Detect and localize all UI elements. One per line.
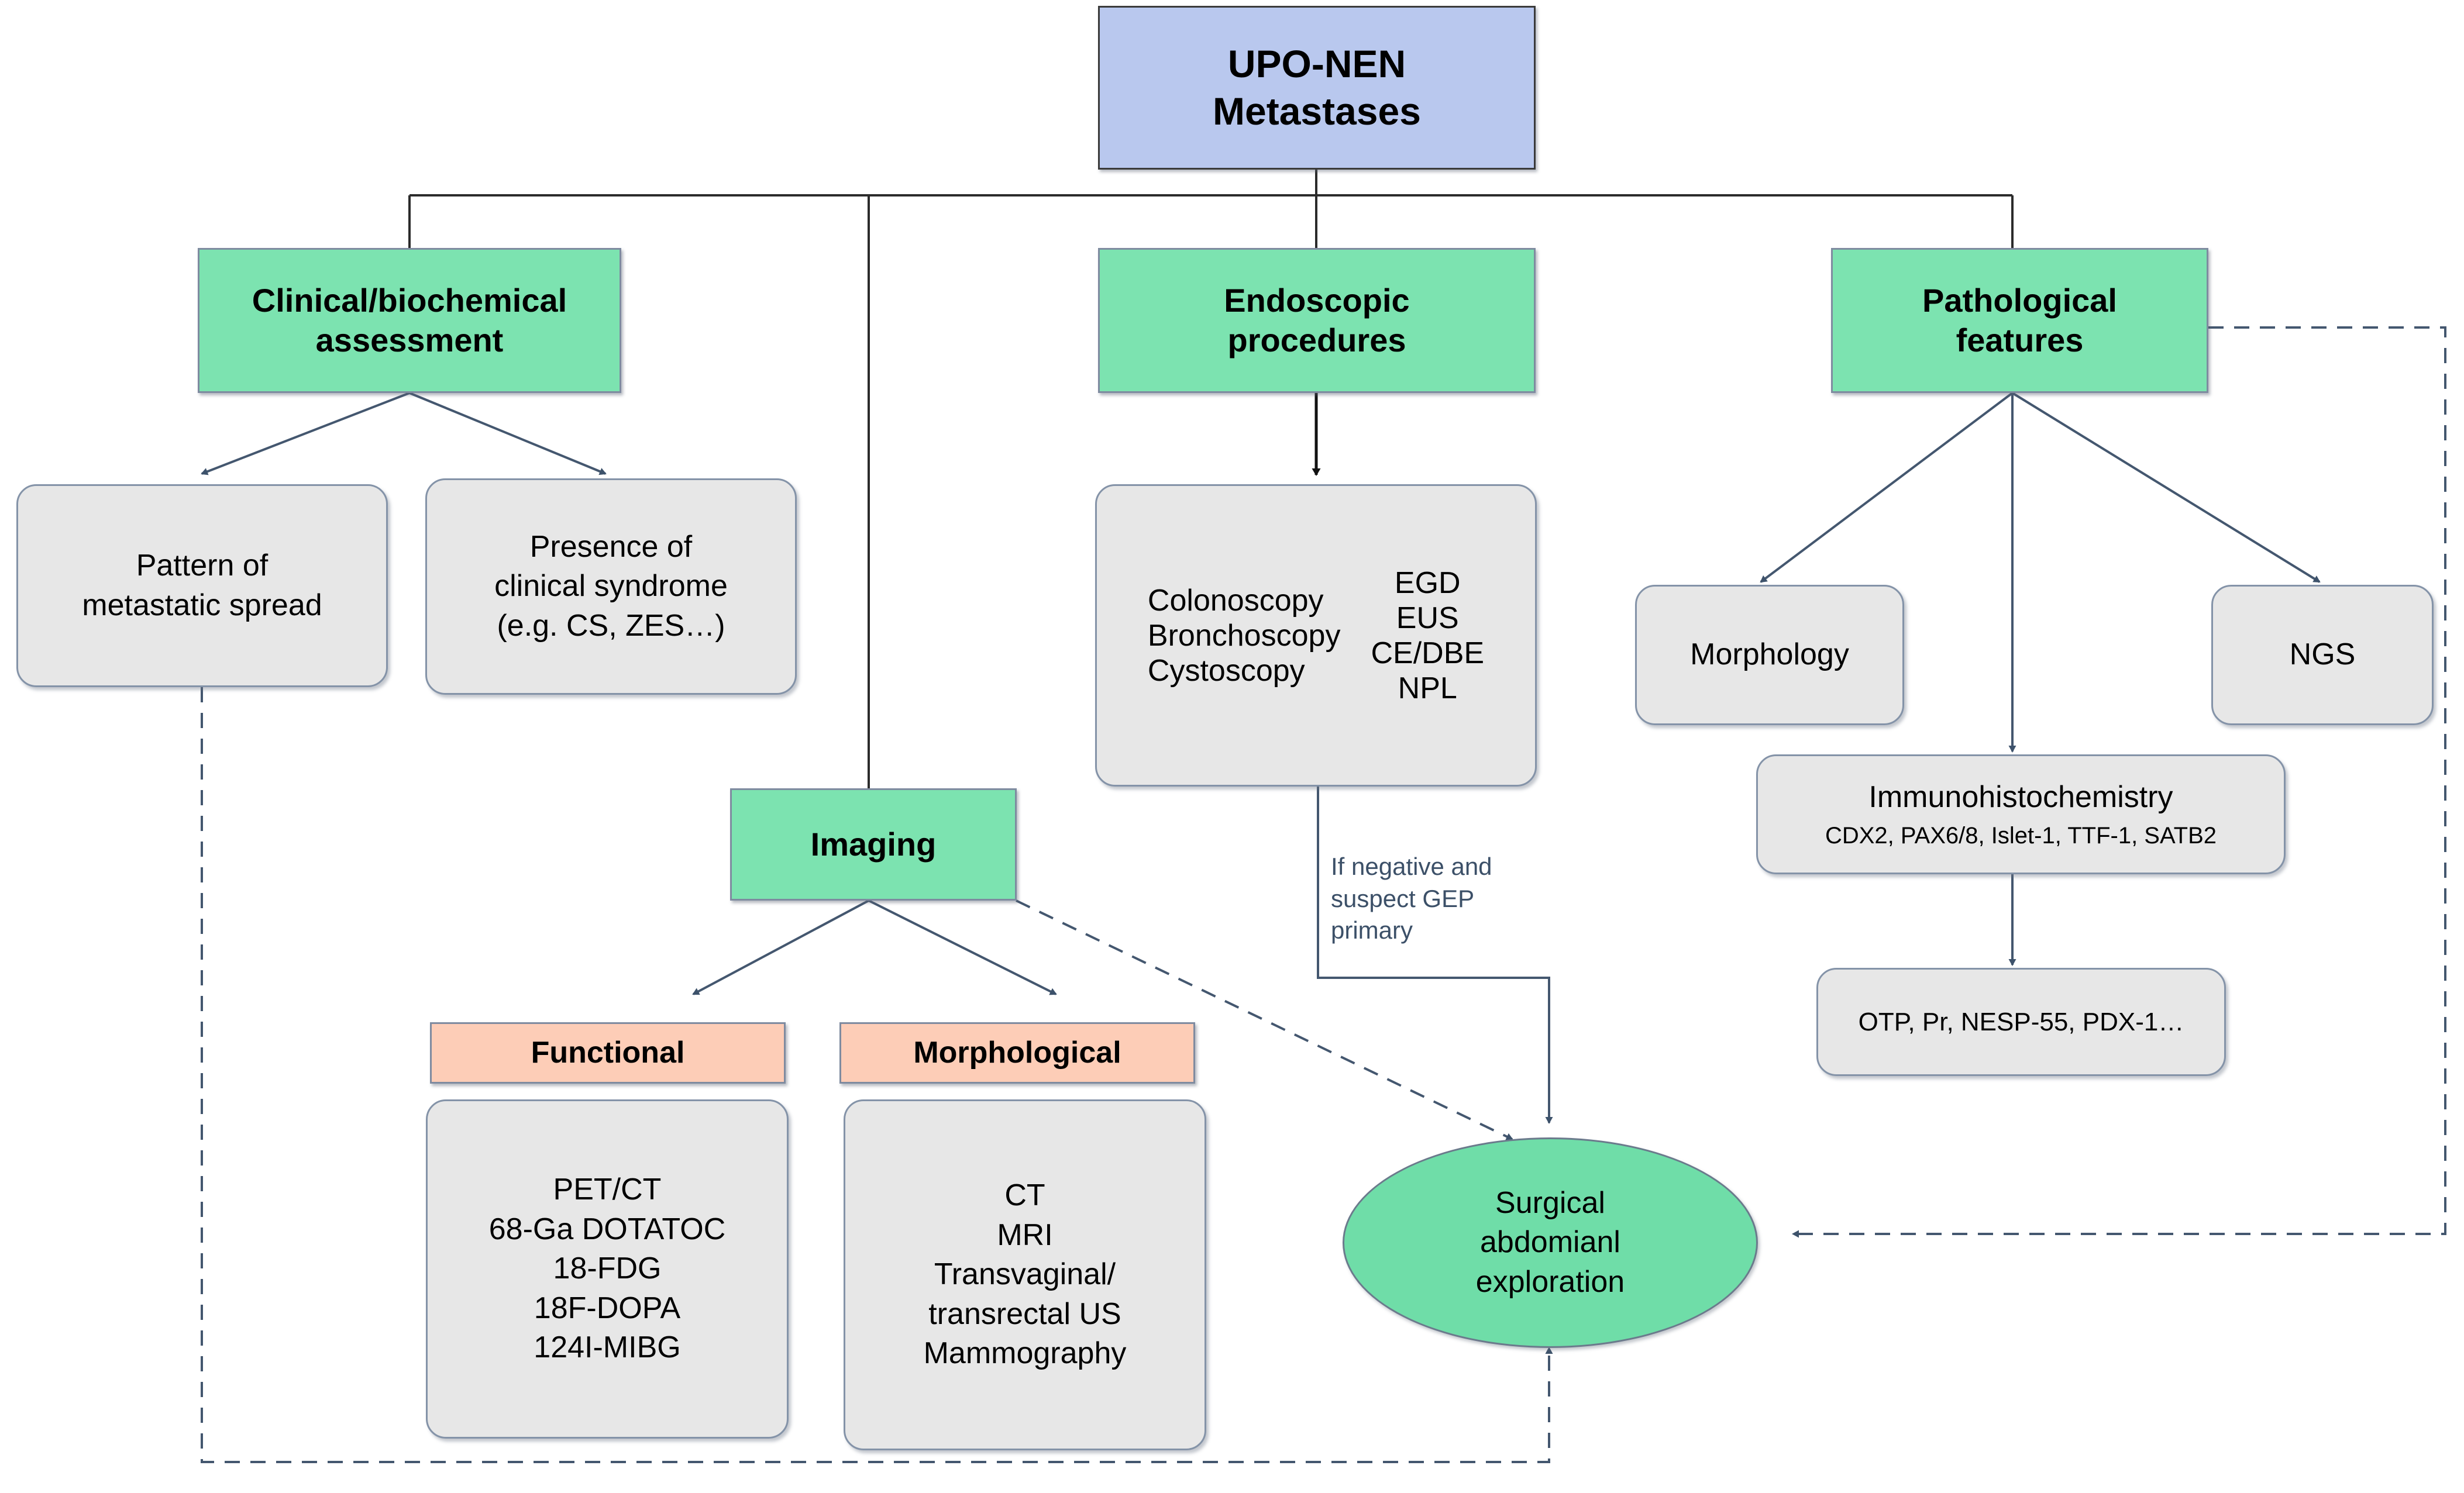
node-presence-of-clinical-syndrome[interactable]: Presence of clinical syndrome (e.g. CS, … (425, 478, 797, 695)
node-functional-imaging-list[interactable]: PET/CT 68-Ga DOTATOC 18-FDG 18F-DOPA 124… (426, 1099, 789, 1439)
edge-label-gep-note: If negative and suspect GEP primary (1331, 851, 1530, 947)
functional-item: 124I-MIBG (534, 1330, 681, 1365)
endoscopy-right-column: EGD EUS CE/DBE NPL (1371, 566, 1484, 706)
node-surgical-abdominal-exploration[interactable]: Surgical abdomianl exploration (1343, 1137, 1758, 1348)
clinical-label-line1: Clinical/biochemical (252, 281, 567, 319)
node-imaging[interactable]: Imaging (730, 788, 1017, 901)
morphological-item: MRI (997, 1218, 1053, 1252)
syndrome-line1: Presence of (529, 529, 693, 564)
endoscopy-item: Bronchoscopy (1147, 618, 1341, 653)
gep-note-line1: If negative and (1331, 853, 1492, 880)
endoscopy-left-column: Colonoscopy Bronchoscopy Cystoscopy (1148, 583, 1341, 688)
endoscopy-item: NPL (1398, 671, 1457, 705)
morphological-header-label: Morphological (913, 1035, 1121, 1070)
surgical-line1: Surgical (1495, 1185, 1605, 1220)
node-immunohistochemistry[interactable]: Immunohistochemistry CDX2, PAX6/8, Islet… (1756, 754, 2286, 874)
ngs-label: NGS (2289, 637, 2356, 672)
gep-note-line3: primary (1331, 916, 1413, 944)
ihc-markers: CDX2, PAX6/8, Islet-1, TTF-1, SATB2 (1825, 823, 2217, 849)
root-label-line2: Metastases (1213, 89, 1421, 133)
node-functional-header[interactable]: Functional (430, 1022, 786, 1084)
functional-item: 18-FDG (553, 1251, 662, 1286)
functional-header-label: Functional (531, 1035, 685, 1070)
endoscopy-item: EUS (1396, 601, 1459, 635)
functional-item: 68-Ga DOTATOC (488, 1212, 726, 1246)
surgical-line3: exploration (1475, 1264, 1625, 1299)
morphological-item: Mammography (923, 1336, 1127, 1371)
node-endoscopy-procedure-list[interactable]: Colonoscopy Bronchoscopy Cystoscopy EGD … (1095, 484, 1537, 787)
gep-note-line2: suspect GEP (1331, 884, 1475, 912)
node-pathological-features[interactable]: Pathological features (1831, 248, 2208, 393)
node-morphological-header[interactable]: Morphological (839, 1022, 1195, 1084)
endoscopy-item: Colonoscopy (1147, 583, 1324, 618)
morphological-item: transrectal US (928, 1297, 1121, 1331)
functional-item: 18F-DOPA (534, 1291, 681, 1325)
syndrome-line2: clinical syndrome (494, 569, 728, 604)
endoscopy-item: EGD (1394, 566, 1461, 600)
ihc-extra-label: OTP, Pr, NESP-55, PDX-1… (1858, 1007, 2184, 1036)
pattern-line2: metastatic spread (82, 588, 322, 622)
node-root[interactable]: UPO-NEN Metastases (1098, 6, 1536, 170)
surgical-line2: abdomianl (1480, 1225, 1620, 1260)
ihc-title: Immunohistochemistry (1868, 780, 2173, 814)
morphological-item: CT (1004, 1178, 1045, 1213)
node-endoscopic-procedures[interactable]: Endoscopic procedures (1098, 248, 1536, 393)
node-morphological-imaging-list[interactable]: CT MRI Transvaginal/ transrectal US Mamm… (844, 1099, 1206, 1450)
imaging-label: Imaging (810, 825, 937, 863)
node-ngs[interactable]: NGS (2211, 585, 2434, 725)
node-pattern-of-metastatic-spread[interactable]: Pattern of metastatic spread (16, 484, 388, 687)
pathological-label-line1: Pathological (1922, 281, 2117, 319)
node-ihc-additional-markers[interactable]: OTP, Pr, NESP-55, PDX-1… (1816, 968, 2226, 1076)
endoscopic-label-line2: procedures (1227, 322, 1406, 358)
endoscopic-label-line1: Endoscopic (1224, 281, 1410, 319)
syndrome-line3: (e.g. CS, ZES…) (497, 608, 725, 643)
morphology-label: Morphology (1690, 637, 1849, 672)
ihc-text-block: Immunohistochemistry CDX2, PAX6/8, Islet… (1825, 778, 2217, 851)
endoscopy-item: CE/DBE (1371, 636, 1485, 670)
root-label-line1: UPO-NEN (1227, 42, 1406, 86)
endoscopy-item: Cystoscopy (1147, 653, 1305, 688)
pattern-line1: Pattern of (136, 548, 269, 582)
node-clinical-assessment[interactable]: Clinical/biochemical assessment (198, 248, 621, 393)
morphological-item: Transvaginal/ (934, 1257, 1116, 1292)
clinical-label-line2: assessment (315, 322, 504, 358)
pathological-label-line2: features (1956, 322, 2084, 358)
node-morphology[interactable]: Morphology (1635, 585, 1904, 725)
functional-item: PET/CT (553, 1173, 662, 1207)
